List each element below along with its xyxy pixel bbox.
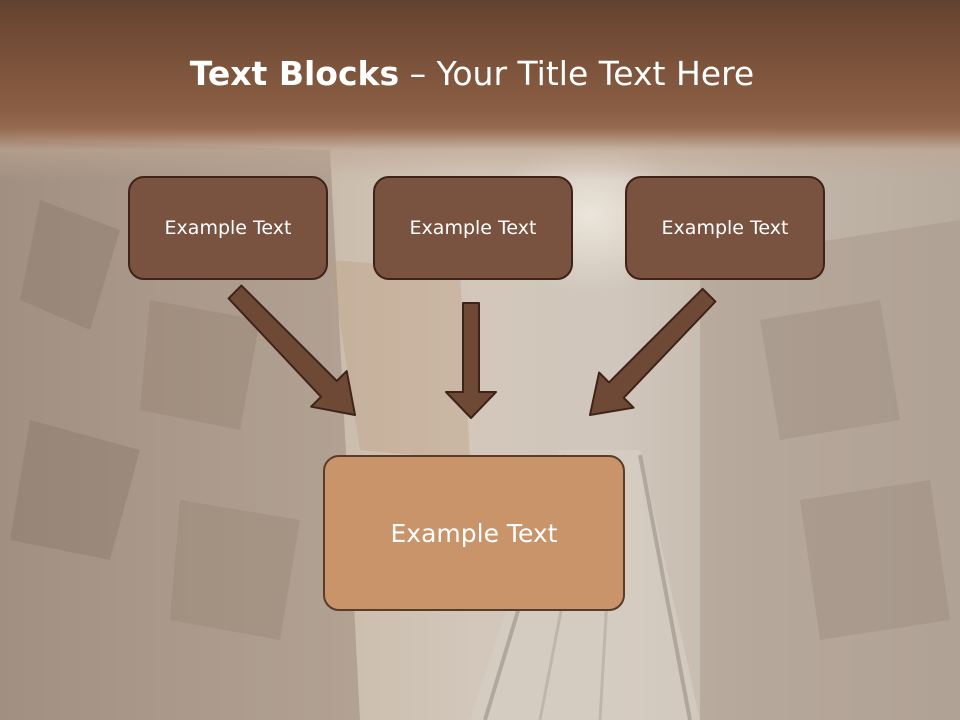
text-block-left[interactable]: Example Text [128, 176, 328, 280]
text-block-right[interactable]: Example Text [625, 176, 825, 280]
title-banner [0, 0, 960, 180]
arrow-left-icon [227, 284, 356, 416]
title-bold: Text Blocks [189, 54, 400, 93]
arrow-right-icon [589, 287, 717, 416]
title-rest: – Your Title Text Here [399, 54, 755, 93]
result-block[interactable]: Example Text [323, 455, 625, 611]
arrow-down-icon [445, 302, 497, 419]
slide-title: Text Blocks – Your Title Text Here [0, 52, 944, 96]
text-block-center[interactable]: Example Text [373, 176, 573, 280]
